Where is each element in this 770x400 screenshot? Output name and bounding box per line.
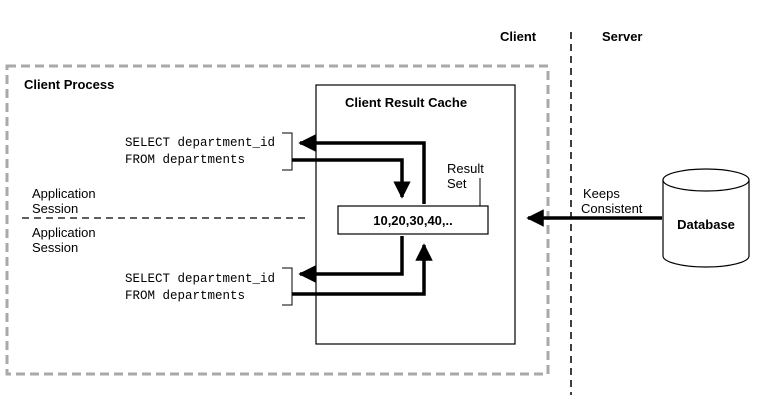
- client-label: Client: [500, 29, 537, 44]
- session-top-label-line1: Application: [32, 186, 96, 201]
- keeps-consistent-line1: Keeps: [583, 186, 620, 201]
- query-bracket-top: [282, 132, 293, 171]
- query-top-line2: FROM departments: [125, 153, 246, 167]
- client-process-title: Client Process: [24, 77, 115, 92]
- arrow-cache-to-query-top: [298, 134, 426, 204]
- arrow-cache-to-query-bottom: [298, 236, 404, 283]
- query-bottom-line1: SELECT department_id: [125, 272, 276, 286]
- database-label: Database: [677, 217, 735, 232]
- server-label: Server: [602, 29, 643, 44]
- session-bottom-label-line2: Session: [32, 240, 79, 255]
- session-bottom-label-line1: Application: [32, 225, 96, 240]
- client-result-cache-title: Client Result Cache: [345, 95, 468, 110]
- arrow-query-top-to-cache: [292, 158, 411, 199]
- client-process-boundary: [5, 64, 550, 376]
- query-bottom-line2: FROM departments: [125, 289, 246, 303]
- result-set-label-line2: Set: [447, 176, 467, 191]
- session-top-label-line2: Session: [32, 201, 79, 216]
- result-set-label-line1: Result: [447, 161, 484, 176]
- query-top-line1: SELECT department_id: [125, 136, 276, 150]
- result-set-box: [337, 205, 489, 235]
- result-set-values: 10,20,30,40,..: [373, 213, 453, 228]
- query-bracket-bottom: [282, 267, 293, 306]
- database-cylinder: [662, 168, 750, 268]
- arrow-query-bottom-to-cache: [292, 243, 433, 296]
- keeps-consistent-line2: Consistent: [581, 201, 643, 216]
